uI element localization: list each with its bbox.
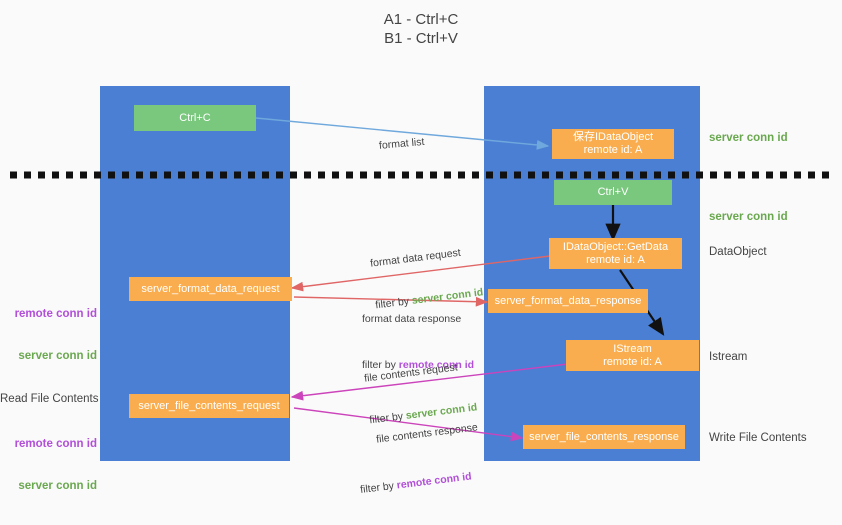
edge-label-format-data-response-prefix: filter by [362, 359, 399, 371]
label-dataobject: DataObject [709, 246, 767, 258]
node-server-format-data-request[interactable]: server_format_data_request [129, 277, 292, 301]
edge-label-format-data-response-line1: format data response [362, 313, 462, 325]
edge-label-format-list-line1: format list [378, 135, 425, 152]
label-read-file-contents: Read File Contents [0, 393, 99, 405]
node-ctrl-c[interactable]: Ctrl+C [134, 105, 256, 131]
node-ctrl-v[interactable]: Ctrl+V [554, 180, 672, 205]
label-server-conn-id-1: server conn id [18, 350, 97, 362]
diagram-canvas: A1 - Ctrl+C B1 - Ctrl+V A1 remote B1 con… [0, 11, 832, 496]
node-server-format-data-response[interactable]: server_format_data_response [488, 289, 648, 313]
edge-label-format-data-request-line1: format data request [369, 246, 462, 270]
edge-label-file-contents-response-prefix: filter by [359, 479, 398, 497]
edge-label-format-list: format list [376, 107, 427, 181]
label-conn-ids-file: remote conn id server conn id [0, 409, 97, 521]
label-remote-conn-id-2: remote conn id [14, 438, 97, 450]
label-remote-conn-id-1: remote conn id [14, 308, 97, 320]
label-server-conn-id-top: server conn id [709, 132, 788, 144]
edge-label-format-data-response: format data response filter by remote co… [362, 284, 474, 400]
edge-label-format-data-response-line2: filter by remote conn id [362, 358, 474, 372]
node-server-file-contents-response[interactable]: server_file_contents_response [523, 425, 685, 449]
label-read-file-contents-group: Read File Contents remote conn id server… [0, 392, 99, 521]
label-write-file-contents: Write File Contents [709, 432, 807, 444]
edge-label-file-contents-response-value: remote conn id [396, 470, 473, 492]
label-conn-ids-format: remote conn id server conn id [0, 279, 97, 391]
edge-label-file-contents-request-line1: file contents request [363, 361, 459, 385]
label-istream: Istream [709, 351, 748, 363]
node-getdata[interactable]: IDataObject::GetData remote id: A [549, 238, 682, 269]
edge-label-file-contents-response-line2: filter by remote conn id [359, 468, 484, 497]
node-istream[interactable]: IStream remote id: A [566, 340, 699, 371]
edge-label-format-data-response-value: remote conn id [398, 359, 475, 371]
node-save-dataobject[interactable]: 保存IDataObject remote id: A [552, 129, 674, 159]
edge-label-file-contents-response: file contents response filter by remote … [360, 393, 488, 523]
label-server-conn-id-2: server conn id [18, 480, 97, 492]
page-title: A1 - Ctrl+C B1 - Ctrl+V [383, 11, 459, 47]
edge-label-file-contents-response-line1: file contents response [375, 421, 479, 446]
label-server-conn-id-mid: server conn id [709, 211, 788, 223]
node-server-file-contents-request[interactable]: server_file_contents_request [129, 394, 289, 418]
